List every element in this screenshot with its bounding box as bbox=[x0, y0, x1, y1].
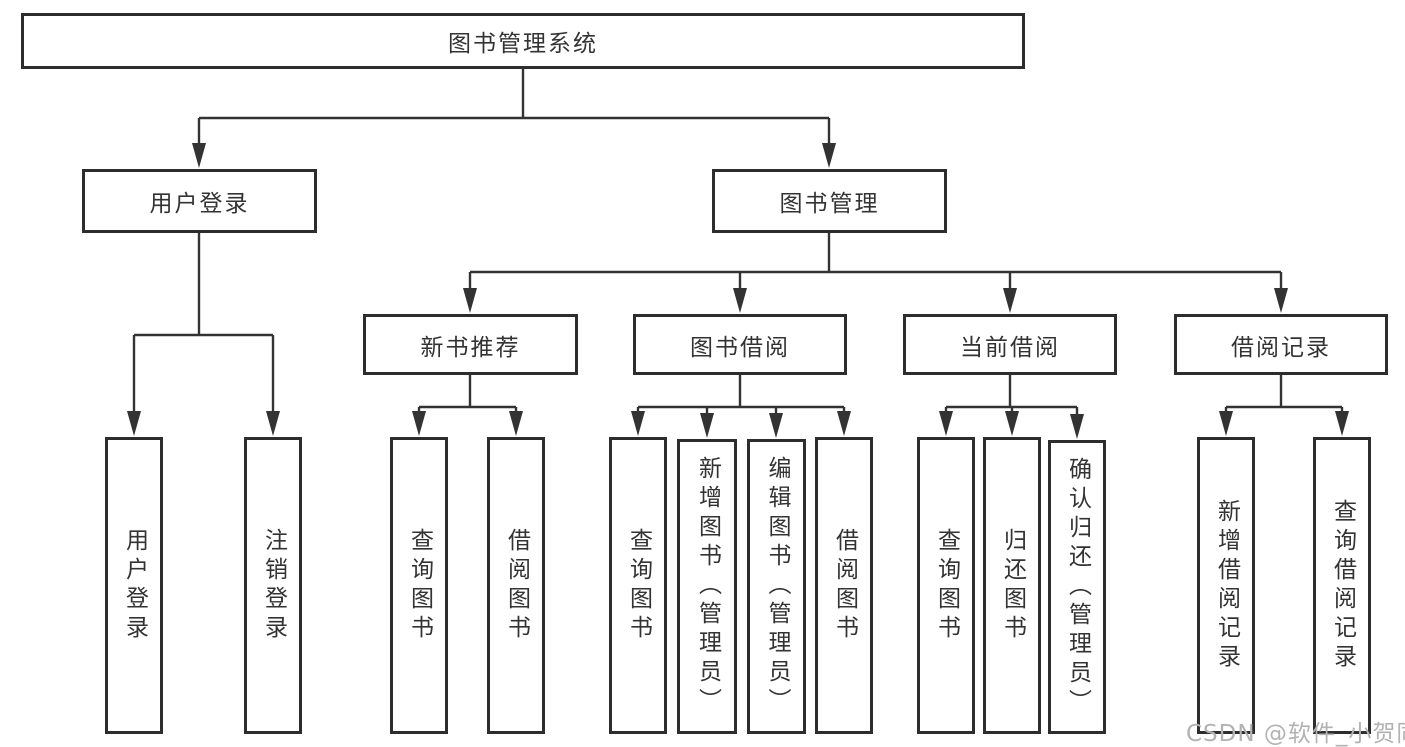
leaf-current-confirm-return-admin-label: 确认归还（管理员） bbox=[1064, 456, 1091, 718]
leaf-records-query-record: 查询借阅记录 bbox=[1313, 437, 1371, 734]
leaf-user-login: 用户登录 bbox=[105, 437, 163, 734]
leaf-current-query-book-label: 查询图书 bbox=[933, 527, 960, 644]
leaf-borrow-borrow-book: 借阅图书 bbox=[815, 437, 873, 734]
leaf-borrow-query-book-label: 查询图书 bbox=[625, 527, 652, 644]
node-new-book-recommend: 新书推荐 bbox=[363, 314, 578, 375]
node-new-book-recommend-label: 新书推荐 bbox=[420, 334, 521, 361]
node-user-login-label: 用户登录 bbox=[149, 191, 250, 217]
node-current-borrow: 当前借阅 bbox=[903, 314, 1117, 375]
leaf-borrow-query-book: 查询图书 bbox=[609, 437, 667, 734]
node-library-management-system: 图书管理系统 bbox=[21, 13, 1025, 69]
node-user-login: 用户登录 bbox=[82, 169, 317, 233]
node-book-borrow-label: 图书借阅 bbox=[690, 334, 790, 361]
leaf-borrow-edit-book-admin: 编辑图书（管理员） bbox=[747, 439, 806, 734]
leaf-records-query-record-label: 查询借阅记录 bbox=[1329, 498, 1356, 673]
node-book-management: 图书管理 bbox=[712, 169, 947, 233]
node-library-management-system-label: 图书管理系统 bbox=[448, 31, 598, 57]
arrowheads bbox=[127, 143, 1349, 439]
leaf-recommend-query-book-label: 查询图书 bbox=[406, 527, 433, 644]
leaf-current-query-book: 查询图书 bbox=[917, 437, 975, 734]
node-borrow-records-label: 借阅记录 bbox=[1231, 334, 1331, 361]
leaf-recommend-borrow-book-label: 借阅图书 bbox=[503, 527, 530, 644]
leaf-logout-label: 注销登录 bbox=[260, 527, 287, 644]
csdn-watermark: CSDN @软件_小贺同学 bbox=[1186, 721, 1405, 747]
node-book-borrow: 图书借阅 bbox=[633, 314, 847, 375]
leaf-records-add-record-label: 新增借阅记录 bbox=[1213, 498, 1240, 673]
leaf-current-return-book-label: 归还图书 bbox=[999, 527, 1026, 644]
leaf-recommend-query-book: 查询图书 bbox=[390, 437, 448, 734]
node-current-borrow-label: 当前借阅 bbox=[960, 334, 1060, 361]
leaf-logout: 注销登录 bbox=[244, 437, 302, 734]
leaf-records-add-record: 新增借阅记录 bbox=[1197, 437, 1255, 734]
leaf-borrow-borrow-book-label: 借阅图书 bbox=[831, 527, 858, 644]
leaf-borrow-add-book-admin: 新增图书（管理员） bbox=[677, 439, 737, 734]
leaf-borrow-add-book-admin-label: 新增图书（管理员） bbox=[694, 456, 721, 717]
leaf-current-confirm-return-admin: 确认归还（管理员） bbox=[1048, 440, 1106, 734]
leaf-borrow-edit-book-admin-label: 编辑图书（管理员） bbox=[764, 456, 790, 717]
leaf-current-return-book: 归还图书 bbox=[983, 437, 1041, 734]
leaf-user-login-label: 用户登录 bbox=[121, 527, 148, 644]
node-book-management-label: 图书管理 bbox=[779, 191, 880, 217]
leaf-recommend-borrow-book: 借阅图书 bbox=[487, 437, 545, 734]
node-borrow-records: 借阅记录 bbox=[1174, 314, 1388, 375]
